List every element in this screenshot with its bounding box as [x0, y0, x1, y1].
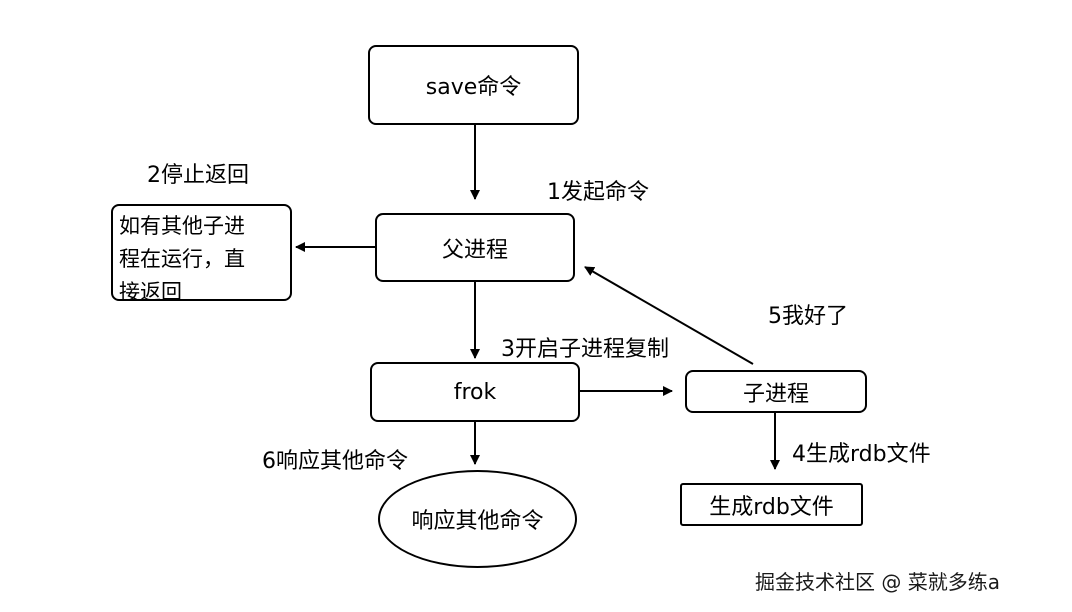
running-child-note-node: 如有其他子进 程在运行，直 接返回 [111, 204, 292, 304]
edge-label-step5: 5我好了 [768, 304, 848, 329]
edge-label-step3: 3开启子进程复制 [501, 337, 669, 362]
edge-label-step4: 4生成rdb文件 [792, 442, 931, 467]
edge-label-step6: 6响应其他命令 [262, 449, 408, 474]
edge-label-step2: 2停止返回 [147, 163, 249, 188]
parent-process-node: 父进程 [375, 213, 575, 282]
child-process-node: 子进程 [685, 370, 867, 413]
arrow-child-to-parent [584, 266, 754, 365]
save-command-node: save命令 [368, 45, 579, 125]
watermark-text: 掘金技术社区 @ 菜就多练a [755, 570, 1000, 594]
respond-other-commands-node: 响应其他命令 [378, 470, 577, 568]
generate-rdb-node: 生成rdb文件 [680, 483, 863, 526]
fork-node: frok [370, 362, 580, 422]
edge-label-step1: 1发起命令 [547, 180, 649, 205]
